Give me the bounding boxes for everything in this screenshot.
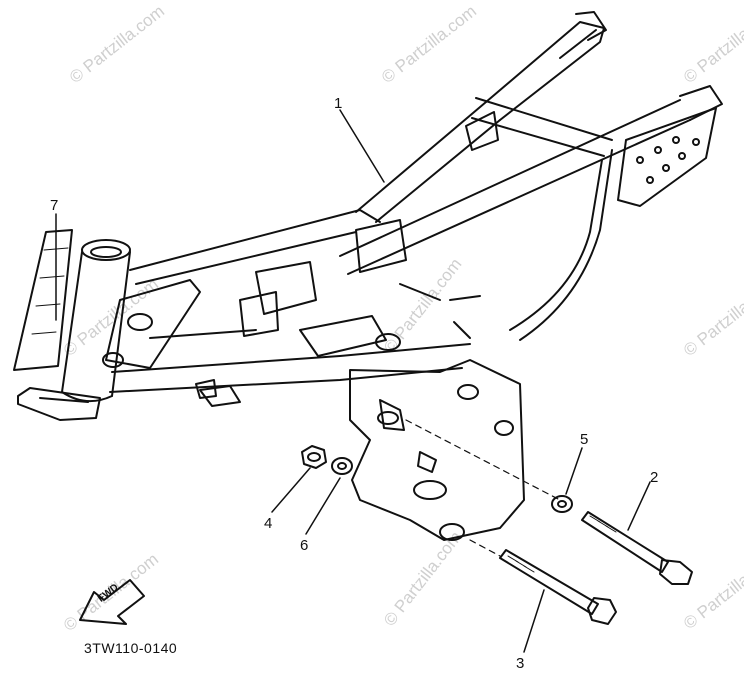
callout-5[interactable]: 5 [580,431,589,448]
diagram-code: 3TW110-0140 [84,640,178,656]
callout-4[interactable]: 4 [264,515,273,532]
washer-part-6 [331,457,353,475]
callout-2[interactable]: 2 [650,469,659,486]
fwd-arrow [79,579,145,625]
callout-6[interactable]: 6 [300,537,309,554]
callout-7[interactable]: 7 [50,197,59,214]
callout-1[interactable]: 1 [334,95,343,112]
frame-label-sticker [13,229,73,371]
bolt-part-2 [581,511,693,585]
washer-part-5 [551,495,573,513]
bolt-part-3 [499,549,617,625]
nut-part-4 [301,445,327,469]
callout-3[interactable]: 3 [516,655,525,672]
